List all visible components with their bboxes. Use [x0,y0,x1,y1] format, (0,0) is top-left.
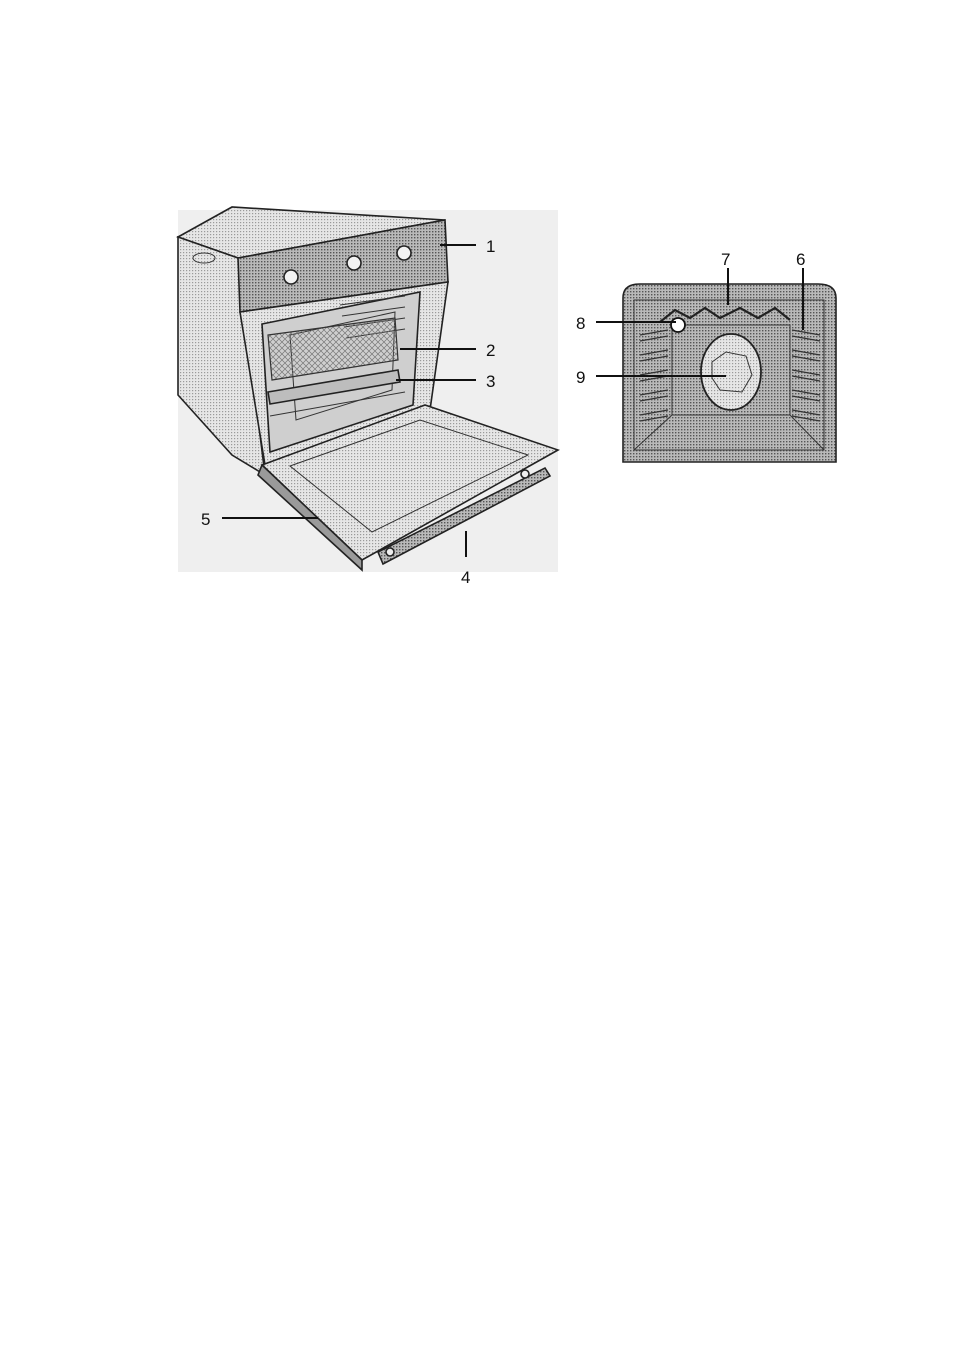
control-knob-right [397,246,411,260]
callout-8: 8 [576,314,585,333]
callout-4: 4 [461,568,470,587]
oven-cavity-view [623,284,836,462]
control-knob-middle [347,256,361,270]
callout-9: 9 [576,368,585,387]
callout-1: 1 [486,237,495,256]
handle-mount-right [521,470,529,478]
callout-6: 6 [796,250,805,269]
callout-2: 2 [486,341,495,360]
fan-cover [701,334,761,410]
callout-5: 5 [201,510,210,529]
callout-3: 3 [486,372,495,391]
oven-lamp [671,318,685,332]
handle-mount-left [386,548,394,556]
control-knob-left [284,270,298,284]
callout-7: 7 [721,250,730,269]
